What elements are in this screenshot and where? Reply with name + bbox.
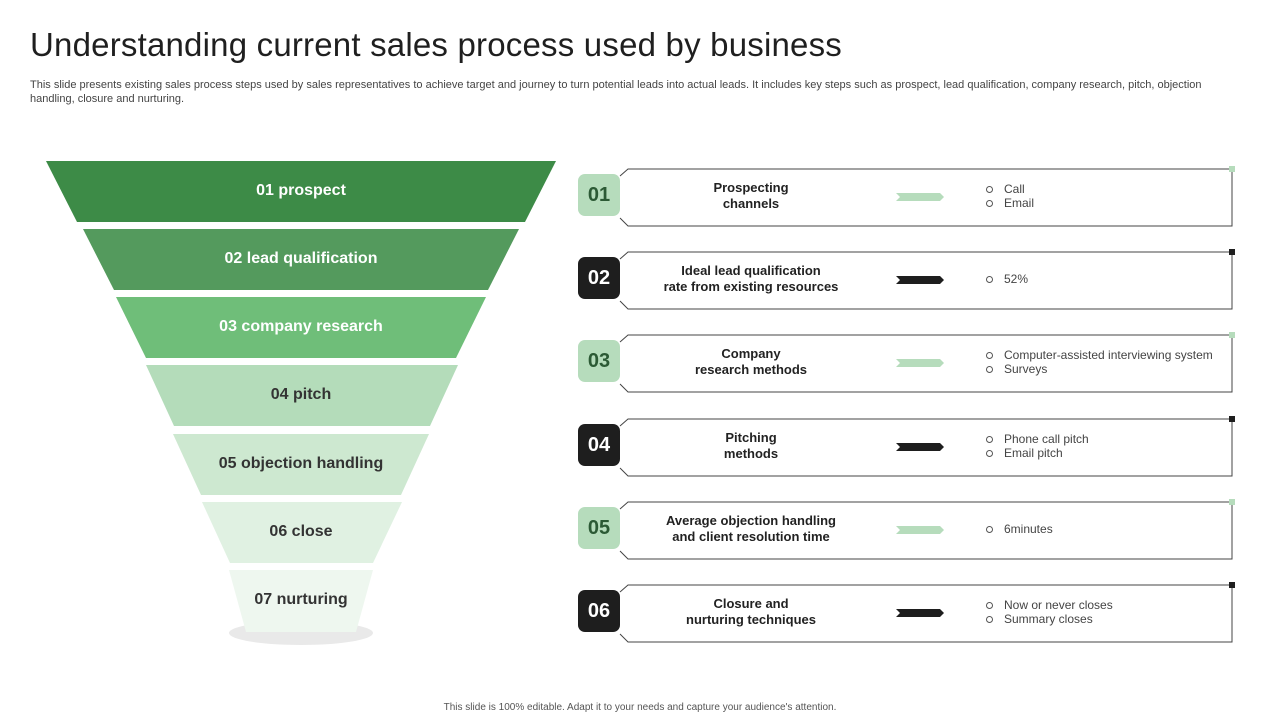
step-frame — [619, 332, 1235, 393]
step-number-badge: 05 — [578, 507, 620, 549]
funnel-stage-2 — [83, 229, 519, 290]
corner-marker — [1229, 166, 1235, 172]
step-frame — [619, 249, 1235, 310]
corner-marker — [1229, 582, 1235, 588]
step-title-line: Closure and — [713, 596, 789, 611]
step-title-line: research methods — [695, 362, 807, 377]
connector-arrow — [896, 526, 944, 534]
step-title-line: Ideal lead qualification — [681, 263, 821, 278]
step-frame — [619, 166, 1235, 227]
step-frame — [619, 499, 1235, 560]
step-number-badge: 03 — [578, 340, 620, 382]
corner-marker — [1229, 499, 1235, 505]
bullet-item: Email pitch — [984, 446, 1089, 460]
funnel-stage-6 — [202, 502, 402, 563]
connector-arrow — [896, 359, 944, 367]
funnel-stage-label: 04 pitch — [270, 385, 332, 403]
step-title-line: Pitching — [725, 430, 777, 445]
funnel-shadow — [229, 621, 373, 645]
bullet-item: Now or never closes — [984, 598, 1113, 612]
footer-note: This slide is 100% editable. Adapt it to… — [443, 702, 837, 713]
funnel-stage-label: 05 objection handling — [218, 454, 384, 472]
corner-marker — [1229, 332, 1235, 338]
bullet-item: Call — [984, 182, 1034, 196]
bullet-item: Summary closes — [984, 612, 1113, 626]
step-number-badge: 04 — [578, 424, 620, 466]
bullet-item: Surveys — [984, 362, 1213, 376]
funnel-stage-label: 03 company research — [219, 317, 383, 335]
step-title-line: Average objection handling — [666, 513, 836, 528]
bullet-item: Phone call pitch — [984, 432, 1089, 446]
step-title-line: Prospecting — [713, 180, 789, 195]
page-subtitle: This slide presents existing sales proce… — [30, 79, 1202, 105]
corner-marker — [1229, 416, 1235, 422]
step-title-line: and client resolution time — [672, 529, 830, 544]
connector-arrow — [896, 276, 944, 284]
step-number-badge: 02 — [578, 257, 620, 299]
bullet-item: Computer-assisted interviewing system — [984, 348, 1213, 362]
step-title-line: nurturing techniques — [686, 612, 816, 627]
step-title-line: Company — [721, 346, 781, 361]
page-title: Understanding current sales process used… — [30, 26, 843, 63]
step-number-badge: 06 — [578, 590, 620, 632]
funnel-stage-label: 07 nurturing — [254, 591, 348, 608]
corner-marker — [1229, 249, 1235, 255]
step-title-line: methods — [723, 446, 779, 461]
step-bullets: 6minutes — [984, 522, 1053, 536]
step-title-line: channels — [722, 196, 780, 211]
funnel-stage-3 — [116, 297, 486, 358]
step-bullets: 52% — [984, 272, 1028, 286]
bullet-item: Email — [984, 196, 1034, 210]
step-number-badge: 01 — [578, 174, 620, 216]
funnel-stage-4 — [146, 365, 458, 426]
bullet-item: 52% — [984, 272, 1028, 286]
funnel-stage-label: 01 prospect — [256, 181, 346, 199]
step-frame — [619, 416, 1235, 477]
funnel-stage-7 — [229, 570, 373, 632]
step-title-line: rate from existing resources — [663, 279, 839, 294]
funnel-stage-5 — [173, 434, 429, 495]
funnel-stage-label: 06 close — [269, 522, 333, 540]
funnel-stage-label: 02 lead qualification — [224, 249, 378, 267]
connector-arrow — [896, 443, 944, 451]
connector-arrow — [896, 609, 944, 617]
connector-arrow — [896, 193, 944, 201]
funnel-stage-1 — [46, 161, 556, 222]
bullet-item: 6minutes — [984, 522, 1053, 536]
step-frame — [619, 582, 1235, 643]
